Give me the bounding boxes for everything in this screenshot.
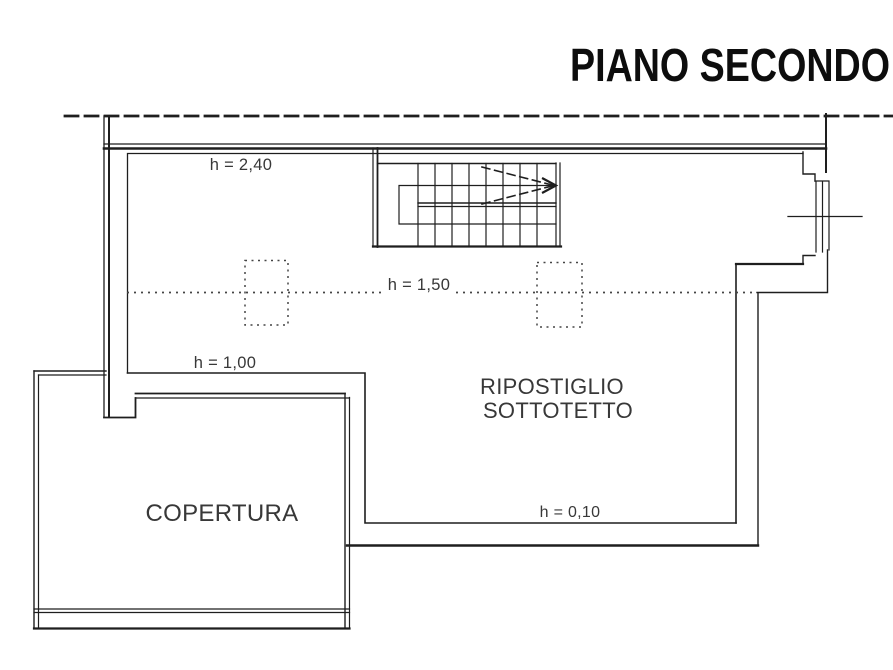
room-label-line2: SOTTOTETTO — [483, 398, 633, 423]
room-label-line1: RIPOSTIGLIO — [480, 374, 624, 399]
roof-outline — [32, 370, 351, 630]
label-height-150: h = 1,50 — [388, 276, 451, 294]
exterior-walls — [102, 113, 828, 419]
stair-direction-arrow-icon — [481, 166, 559, 205]
interior-walls — [126, 152, 829, 547]
dotted-annotations — [127, 259, 757, 328]
plan-title: PIANO SECONDO — [570, 39, 890, 91]
skylight-right — [536, 261, 583, 328]
stair-treads — [417, 162, 538, 247]
roof-label: COPERTURA — [146, 500, 299, 527]
staircase — [371, 147, 563, 248]
label-height-240: h = 2,40 — [210, 156, 273, 174]
label-height-100: h = 1,00 — [194, 354, 257, 372]
label-height-010: h = 0,10 — [540, 504, 601, 521]
window-symbol — [787, 151, 863, 265]
plan-linework — [32, 113, 893, 630]
